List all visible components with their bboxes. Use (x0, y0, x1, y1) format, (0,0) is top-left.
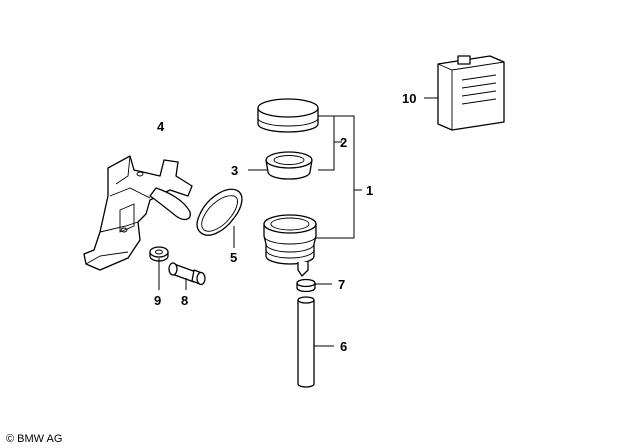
mounting-bracket (83, 155, 193, 271)
callout-9: 9 (154, 293, 161, 308)
callout-6: 6 (340, 339, 347, 354)
socket-screw (168, 262, 206, 286)
reservoir-body (263, 214, 317, 277)
container-can (437, 55, 505, 131)
leader-lines (158, 97, 438, 347)
gasket-ring (196, 188, 243, 236)
hose-tube (297, 296, 315, 388)
callout-2: 2 (340, 135, 347, 150)
callout-1: 1 (366, 183, 373, 198)
washer (149, 246, 169, 262)
callout-7: 7 (338, 277, 345, 292)
hose-clamp (296, 278, 316, 293)
copyright-notice: © BMW AG (6, 433, 62, 445)
callout-8: 8 (181, 293, 188, 308)
callout-3: 3 (231, 163, 238, 178)
callout-5: 5 (230, 250, 237, 265)
callout-10: 10 (402, 91, 416, 106)
callout-4: 4 (157, 119, 165, 134)
seal-ring (265, 151, 313, 180)
reservoir-cap (257, 98, 319, 133)
